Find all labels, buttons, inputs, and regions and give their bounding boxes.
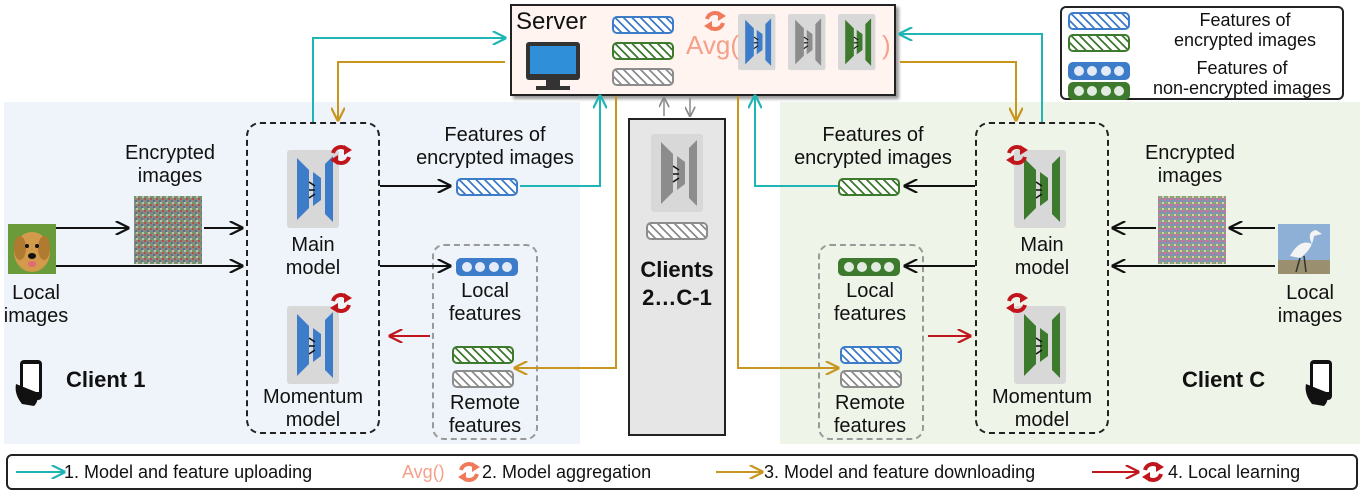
feature-dot [488,262,499,272]
legend-feature-green-dotted [1068,82,1130,100]
download-arrow-c1-features [515,96,617,368]
client1-encrypted-image [134,196,202,264]
client1-remote-feature-gray [452,370,514,388]
clientC-model-box [975,122,1109,434]
legend-feature-green-hatched [1068,34,1130,52]
clientC-feature-encrypted [838,178,900,196]
upload-arrow-c1-features [520,96,600,187]
feature-dot [461,262,472,272]
server-monitor-icon [526,42,580,90]
feature-dot [1100,86,1111,96]
server-feature-blue [612,16,674,34]
client1-momentum-model-label: Momentum model [262,386,364,431]
feature-dot [1087,86,1098,96]
legend-non-encrypted-label: Features of non-encrypted images [1152,58,1332,98]
legend-step2: 2. Model aggregation [482,462,652,482]
client1-name: Client 1 [66,367,146,392]
feature-dot [1100,66,1111,76]
feature-dot [843,262,854,272]
feature-dot [857,262,868,272]
server-avg-close: ) [882,30,891,60]
feature-dot [1114,86,1125,96]
process-legend-bar [6,454,1358,490]
clientC-remote-feature-gray [840,370,902,388]
client1-model-box [246,122,380,434]
legend-step4: 4. Local learning [1168,462,1301,482]
server-model-gray-icon [787,13,826,71]
clientC-remote-feature-blue [840,346,902,364]
legend-local-learning-icon [1140,460,1166,484]
client1-features-box [432,244,538,440]
legend-step2-avg: Avg() [402,462,445,482]
clientC-local-images-label: Local images [1277,282,1343,327]
client1-main-model-label: Main model [285,234,341,279]
server-feature-gray [612,68,674,86]
clientC-features-enc-label: Features of encrypted images [794,124,952,169]
clientC-momentum-model-icon [1013,305,1067,385]
download-arrow-c1-model [338,61,505,120]
clientC-main-model-label: Main model [1014,234,1070,279]
feature-dot [1073,66,1084,76]
server-model-green-icon [837,13,876,71]
clientC-local-feature [838,258,900,276]
download-arrow-cC-features [737,96,838,368]
client1-feature-encrypted [456,178,518,196]
clients-middle-label: Clients 2…C-1 [640,257,714,310]
server-aggregate-icon [702,9,728,33]
client1-local-features-label: Local features [448,280,522,325]
legend-feature-blue-dotted [1068,62,1130,80]
middle-feature-gray [646,222,708,240]
client1-momentum-refresh-icon [328,291,354,315]
feature-dot [884,262,895,272]
client1-momentum-model-icon [286,305,340,385]
upload-arrow-c1-model [312,38,505,122]
server-model-blue-icon [737,13,776,71]
client1-main-model-icon [286,149,340,229]
legend-encrypted-label: Features of encrypted images [1173,10,1317,50]
clients-middle-model-icon [650,133,704,213]
upload-arrow-cC-model [900,34,1043,122]
legend-step1: 1. Model and feature uploading [64,462,313,482]
clientC-local-features-label: Local features [833,280,907,325]
client1-encrypted-images-label: Encrypted images [124,142,216,187]
feature-dot [475,262,486,272]
feature-dot [502,262,513,272]
upload-arrow-cC-features [755,96,838,187]
download-arrow-cC-model [900,61,1016,120]
clientC-remote-features-label: Remote features [833,392,907,437]
feature-dot [870,262,881,272]
legend-feature-blue-hatched [1068,12,1130,30]
clientC-features-box [818,244,924,440]
clientC-name: Client C [1182,367,1266,392]
clientC-encrypted-images-label: Encrypted images [1144,142,1236,187]
clientC-encrypted-image [1158,196,1226,264]
clientC-momentum-model-label: Momentum model [991,386,1093,431]
clientC-phone-icon [1305,360,1332,406]
client1-local-images-label: Local images [3,282,69,327]
client1-remote-feature-green [452,346,514,364]
legend-step3: 3. Model and feature downloading [764,462,1036,482]
feature-dot [1114,66,1125,76]
client1-phone-icon [15,360,42,406]
feature-dot [1073,86,1084,96]
server-box [510,4,896,96]
server-label: Server [516,8,587,35]
legend-aggregate-icon [456,460,482,484]
feature-dot [1087,66,1098,76]
client1-remote-features-label: Remote features [448,392,522,437]
client1-features-enc-label: Features of encrypted images [416,124,574,169]
dog-image [8,224,56,274]
server-feature-green [612,42,674,60]
bird-image [1278,224,1330,274]
client1-local-feature [456,258,518,276]
server-avg-label: Avg( [686,30,739,60]
